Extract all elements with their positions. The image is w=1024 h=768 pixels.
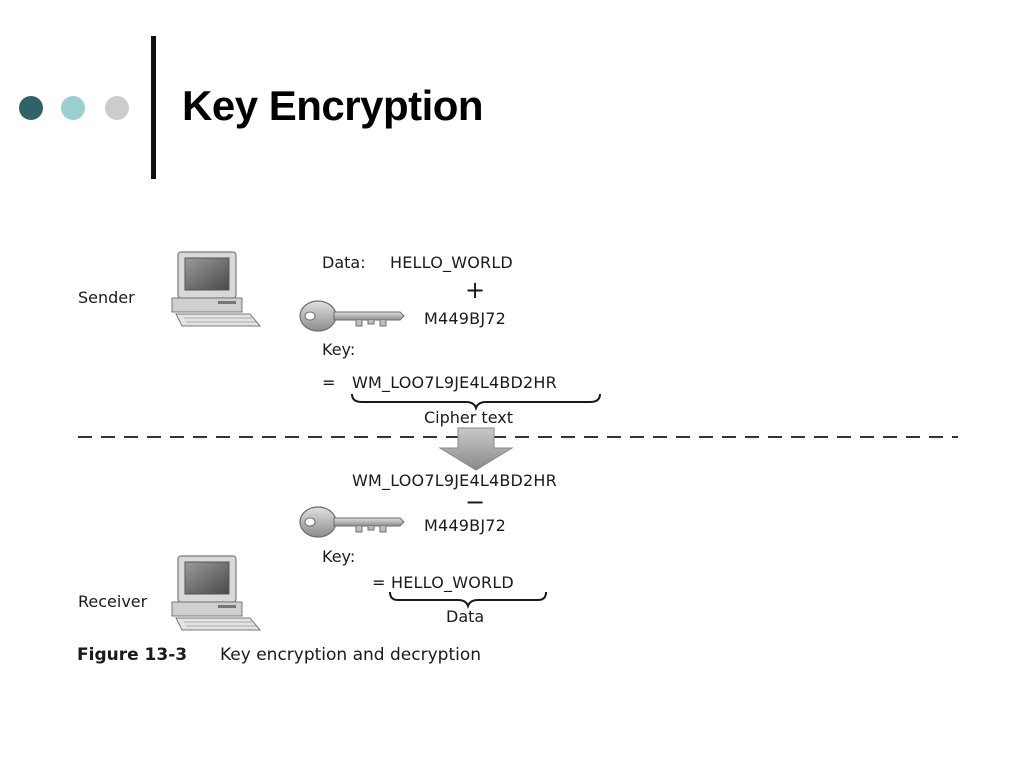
sender-data-prefix: Data: [322,253,366,272]
title-divider-bar [151,36,156,179]
sender-cipher-result: WM_LOO7L9JE4L4BD2HR [352,373,557,392]
receiver-data-result: HELLO_WORLD [391,573,514,592]
sender-key-value: M449BJ72 [424,309,506,328]
data-caption: Data [446,607,485,626]
receiver-key-label: Key: [322,547,356,566]
receiver-computer-icon [171,555,262,631]
receiver-key-value: M449BJ72 [424,516,506,535]
down-arrow-icon [438,427,514,471]
decor-dot-teal [61,96,85,120]
decor-dot-dark [19,96,43,120]
figure-caption-number: Figure 13-3 [77,645,188,665]
receiver-key-icon [299,506,405,538]
receiver-minus-operator: − [465,488,486,516]
figure-caption-text: Key encryption and decryption [220,645,482,665]
receiver-cipher-value: WM_LOO7L9JE4L4BD2HR [352,471,557,490]
sender-data-value: HELLO_WORLD [390,253,513,272]
receiver-equals: = [372,573,386,592]
decor-dot-gray [105,96,129,120]
sender-key-icon [299,300,405,332]
sender-label: Sender [78,288,135,307]
page-title: Key Encryption [182,82,484,129]
receiver-label: Receiver [78,592,148,611]
sender-computer-icon [171,251,262,327]
cipher-text-caption: Cipher text [424,408,513,427]
cipher-text-brace [351,393,601,412]
sender-equals: = [322,373,336,392]
data-brace [389,591,547,610]
sender-plus-operator: + [465,276,486,304]
sender-key-label: Key: [322,340,356,359]
